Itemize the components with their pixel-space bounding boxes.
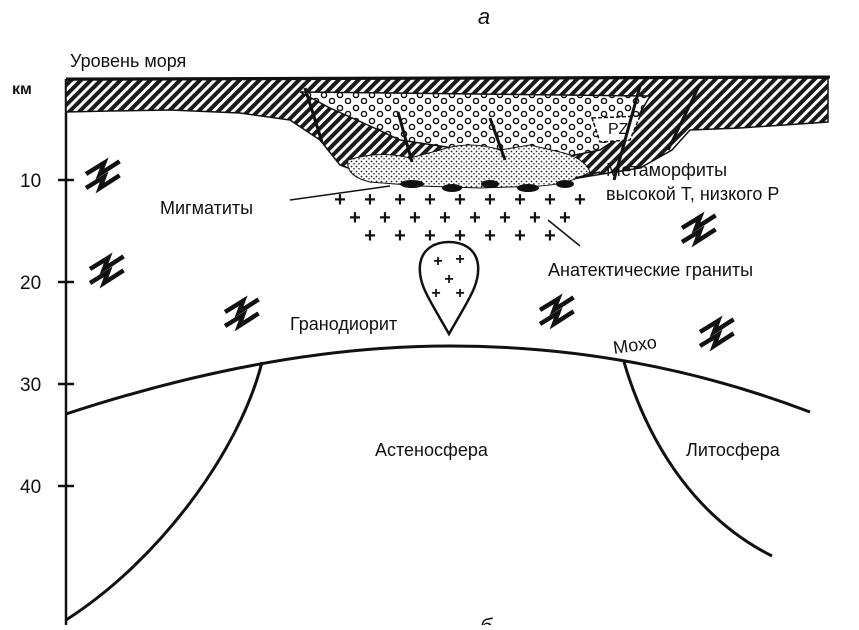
cross: +: [455, 285, 464, 302]
cross: +: [444, 271, 453, 288]
cross: +: [484, 189, 496, 211]
label-pz: PZ: [608, 121, 629, 138]
cross: +: [394, 225, 406, 247]
zigzag-symbol: [682, 215, 716, 242]
cross: +: [469, 207, 481, 229]
sea-level-label: Уровень моря: [70, 51, 186, 71]
label-granodiorite: Гранодиорит: [290, 314, 397, 334]
zigzag-symbol: [700, 319, 734, 346]
cross: +: [349, 207, 361, 229]
moho-boundary: [66, 346, 810, 414]
granodiorite-pluton: ++ ++ +: [420, 242, 478, 334]
tick-label-10: 10: [20, 171, 41, 192]
cross: +: [431, 285, 440, 302]
cross: +: [574, 189, 586, 211]
cross: +: [394, 189, 406, 211]
cross: +: [559, 207, 571, 229]
label-metamorphites-2: высокой Т, низкого Р: [606, 184, 779, 204]
cross: +: [409, 207, 421, 229]
zigzag-symbol: [86, 161, 120, 188]
unit-label: км: [12, 81, 32, 98]
panel-letter: a: [478, 4, 490, 29]
label-metamorphites-1: Метаморфиты: [606, 160, 727, 180]
cross: +: [439, 207, 451, 229]
label-lithosphere: Литосфера: [686, 440, 781, 460]
lens: [481, 180, 499, 188]
label-moho: Мохо: [612, 332, 658, 358]
cross: +: [364, 225, 376, 247]
cross: +: [433, 253, 442, 270]
cross: +: [424, 189, 436, 211]
cross: +: [364, 189, 376, 211]
cross: +: [514, 189, 526, 211]
tick-label-20: 20: [20, 273, 41, 294]
tick-label-40: 40: [20, 477, 41, 498]
lens: [556, 180, 574, 188]
cross: +: [529, 207, 541, 229]
cross: +: [484, 225, 496, 247]
anatectic-granite-field: ++++ +++++ ++++ ++++ ++++ +++: [334, 189, 586, 247]
cross: +: [379, 207, 391, 229]
granodiorite-body: [420, 242, 478, 334]
zigzag-symbol: [225, 299, 259, 326]
cross: +: [454, 189, 466, 211]
cross: +: [544, 189, 556, 211]
bottom-panel-letter: б: [480, 614, 494, 625]
label-migmatites: Мигматиты: [160, 198, 253, 218]
label-asthenosphere: Астеносфера: [375, 440, 489, 460]
cross: +: [544, 225, 556, 247]
cross: +: [514, 225, 526, 247]
tick-label-30: 30: [20, 375, 41, 396]
label-anatectic-granites: Анатектические граниты: [548, 260, 753, 280]
cross: +: [455, 251, 464, 268]
cross: +: [499, 207, 511, 229]
lab-boundary-left: [66, 362, 262, 620]
lens: [400, 180, 424, 188]
zigzag-symbol: [90, 256, 124, 283]
zigzag-symbol: [540, 297, 574, 324]
